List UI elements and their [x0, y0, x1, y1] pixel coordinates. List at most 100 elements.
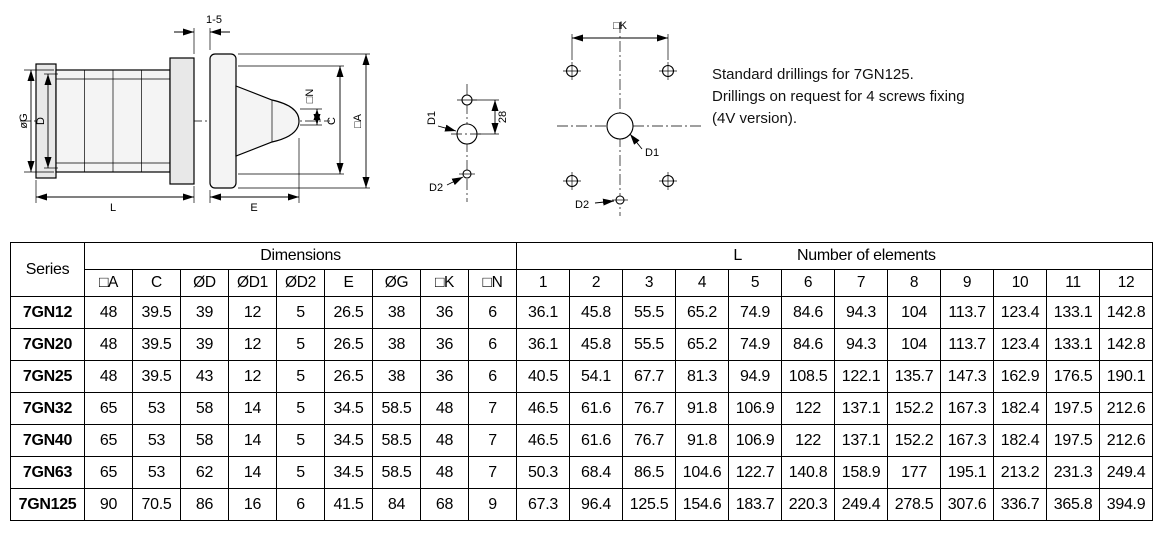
dimensions-group-header: Dimensions: [83, 242, 518, 270]
dim-value-cell: 7: [467, 456, 518, 489]
fixing-hole-d2: [459, 169, 475, 179]
element-value-cell: 91.8: [675, 424, 730, 457]
element-value-cell: 195.1: [940, 456, 995, 489]
element-value-cell: 162.9: [993, 360, 1048, 393]
dim-column-header: ØG: [372, 269, 421, 297]
element-value-cell: 147.3: [940, 360, 995, 393]
element-value-cell: 65.2: [675, 328, 730, 361]
dim-value-cell: 5: [276, 392, 325, 425]
element-value-cell: 55.5: [622, 328, 677, 361]
element-value-cell: 40.5: [516, 360, 571, 393]
dimension-l: L: [35, 180, 195, 214]
element-value-cell: 94.9: [728, 360, 783, 393]
dim-value-cell: 26.5: [324, 296, 373, 329]
dim-value-cell: 6: [467, 296, 518, 329]
dim-value-cell: 58: [180, 424, 229, 457]
element-value-cell: 96.4: [569, 488, 624, 521]
dim-value-cell: 48: [420, 424, 469, 457]
dim-value-cell: 12: [228, 360, 277, 393]
element-value-cell: 84.6: [781, 296, 836, 329]
element-value-cell: 167.3: [940, 392, 995, 425]
element-value-cell: 108.5: [781, 360, 836, 393]
element-value-cell: 158.9: [834, 456, 889, 489]
dim-value-cell: 14: [228, 424, 277, 457]
element-value-cell: 336.7: [993, 488, 1048, 521]
dim-value-cell: 34.5: [324, 424, 373, 457]
dim-value-cell: 5: [276, 360, 325, 393]
element-value-cell: 106.9: [728, 392, 783, 425]
element-value-cell: 212.6: [1099, 392, 1154, 425]
handle-knob: [235, 85, 300, 157]
element-value-cell: 249.4: [834, 488, 889, 521]
element-value-cell: 91.8: [675, 392, 730, 425]
element-value-cell: 55.5: [622, 296, 677, 329]
dim-value-cell: 39.5: [132, 360, 181, 393]
dim-value-cell: 86: [180, 488, 229, 521]
dim-value-cell: 58.5: [372, 424, 421, 457]
element-value-cell: 76.7: [622, 424, 677, 457]
screw-holes: [563, 62, 677, 190]
dim-value-cell: 39.5: [132, 296, 181, 329]
element-value-cell: 81.3: [675, 360, 730, 393]
element-value-cell: 197.5: [1046, 392, 1101, 425]
element-value-cell: 67.3: [516, 488, 571, 521]
dim-value-cell: 7: [467, 392, 518, 425]
dim-value-cell: 53: [132, 392, 181, 425]
element-value-cell: 84.6: [781, 328, 836, 361]
dim-value-cell: 34.5: [324, 456, 373, 489]
dim-value-cell: 12: [228, 296, 277, 329]
technical-drawings: øG D L E: [0, 0, 1162, 238]
element-value-cell: 113.7: [940, 328, 995, 361]
dim-value-cell: 5: [276, 424, 325, 457]
element-value-cell: 122.1: [834, 360, 889, 393]
dim-column-header: □N: [467, 269, 518, 297]
label-d1: D1: [426, 111, 457, 132]
dim-value-cell: 58.5: [372, 456, 421, 489]
element-value-cell: 154.6: [675, 488, 730, 521]
element-value-cell: 278.5: [887, 488, 942, 521]
dimension-d: D: [35, 73, 58, 169]
dim-value-cell: 58: [180, 392, 229, 425]
element-value-cell: 142.8: [1099, 328, 1154, 361]
series-cell: 7GN20: [10, 328, 85, 361]
dim-label-og: øG: [18, 113, 30, 128]
series-header: Series: [10, 242, 85, 297]
element-value-cell: 123.4: [993, 296, 1048, 329]
dim-label-k: □K: [613, 20, 628, 32]
dim-value-cell: 48: [420, 456, 469, 489]
element-value-cell: 213.2: [993, 456, 1048, 489]
label-d1: D1: [629, 133, 659, 159]
element-value-cell: 46.5: [516, 392, 571, 425]
element-value-cell: 106.9: [728, 424, 783, 457]
element-value-cell: 133.1: [1046, 296, 1101, 329]
element-value-cell: 212.6: [1099, 424, 1154, 457]
dim-value-cell: 38: [372, 296, 421, 329]
dim-value-cell: 68: [420, 488, 469, 521]
dim-label-28: 28: [497, 111, 509, 123]
element-column-header: 9: [940, 269, 995, 297]
dim-column-header: ØD2: [276, 269, 325, 297]
side-view-drawing: øG D L E: [18, 14, 370, 214]
dimension-e: E: [209, 138, 300, 214]
l-dimension-label: L: [733, 247, 743, 264]
element-value-cell: 122: [781, 392, 836, 425]
dimension-k: □K: [571, 20, 669, 60]
dim-value-cell: 34.5: [324, 392, 373, 425]
element-value-cell: 394.9: [1099, 488, 1154, 521]
dim-value-cell: 5: [276, 456, 325, 489]
dim-value-cell: 48: [84, 296, 133, 329]
dim-label-d: D: [35, 117, 47, 125]
element-value-cell: 74.9: [728, 296, 783, 329]
element-value-cell: 142.8: [1099, 296, 1154, 329]
element-value-cell: 104: [887, 328, 942, 361]
dim-value-cell: 48: [420, 392, 469, 425]
dim-value-cell: 7: [467, 424, 518, 457]
element-value-cell: 45.8: [569, 296, 624, 329]
dim-value-cell: 65: [84, 424, 133, 457]
